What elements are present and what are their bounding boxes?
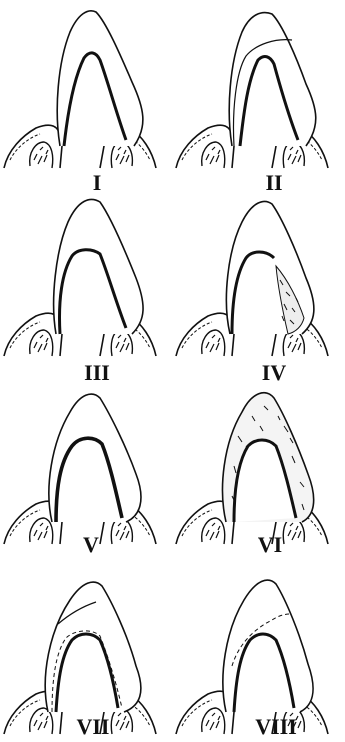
panel-3	[4, 199, 156, 356]
panel-4	[176, 201, 328, 356]
panel-1	[4, 11, 156, 168]
panel-2	[176, 13, 328, 168]
panel-label-2: II	[265, 170, 282, 195]
panel-label-5: V	[83, 532, 99, 557]
panel-5	[4, 394, 156, 544]
panel-label-3: III	[84, 360, 110, 385]
panel-label-4: IV	[262, 360, 287, 385]
panel-label-7: VII	[76, 714, 109, 739]
panel-6	[176, 393, 328, 544]
panel-8	[176, 580, 328, 734]
panel-label-6: VI	[258, 532, 282, 557]
panel-label-8: VIII	[255, 714, 297, 739]
panel-7	[4, 582, 156, 734]
panel-label-1: I	[93, 170, 102, 195]
